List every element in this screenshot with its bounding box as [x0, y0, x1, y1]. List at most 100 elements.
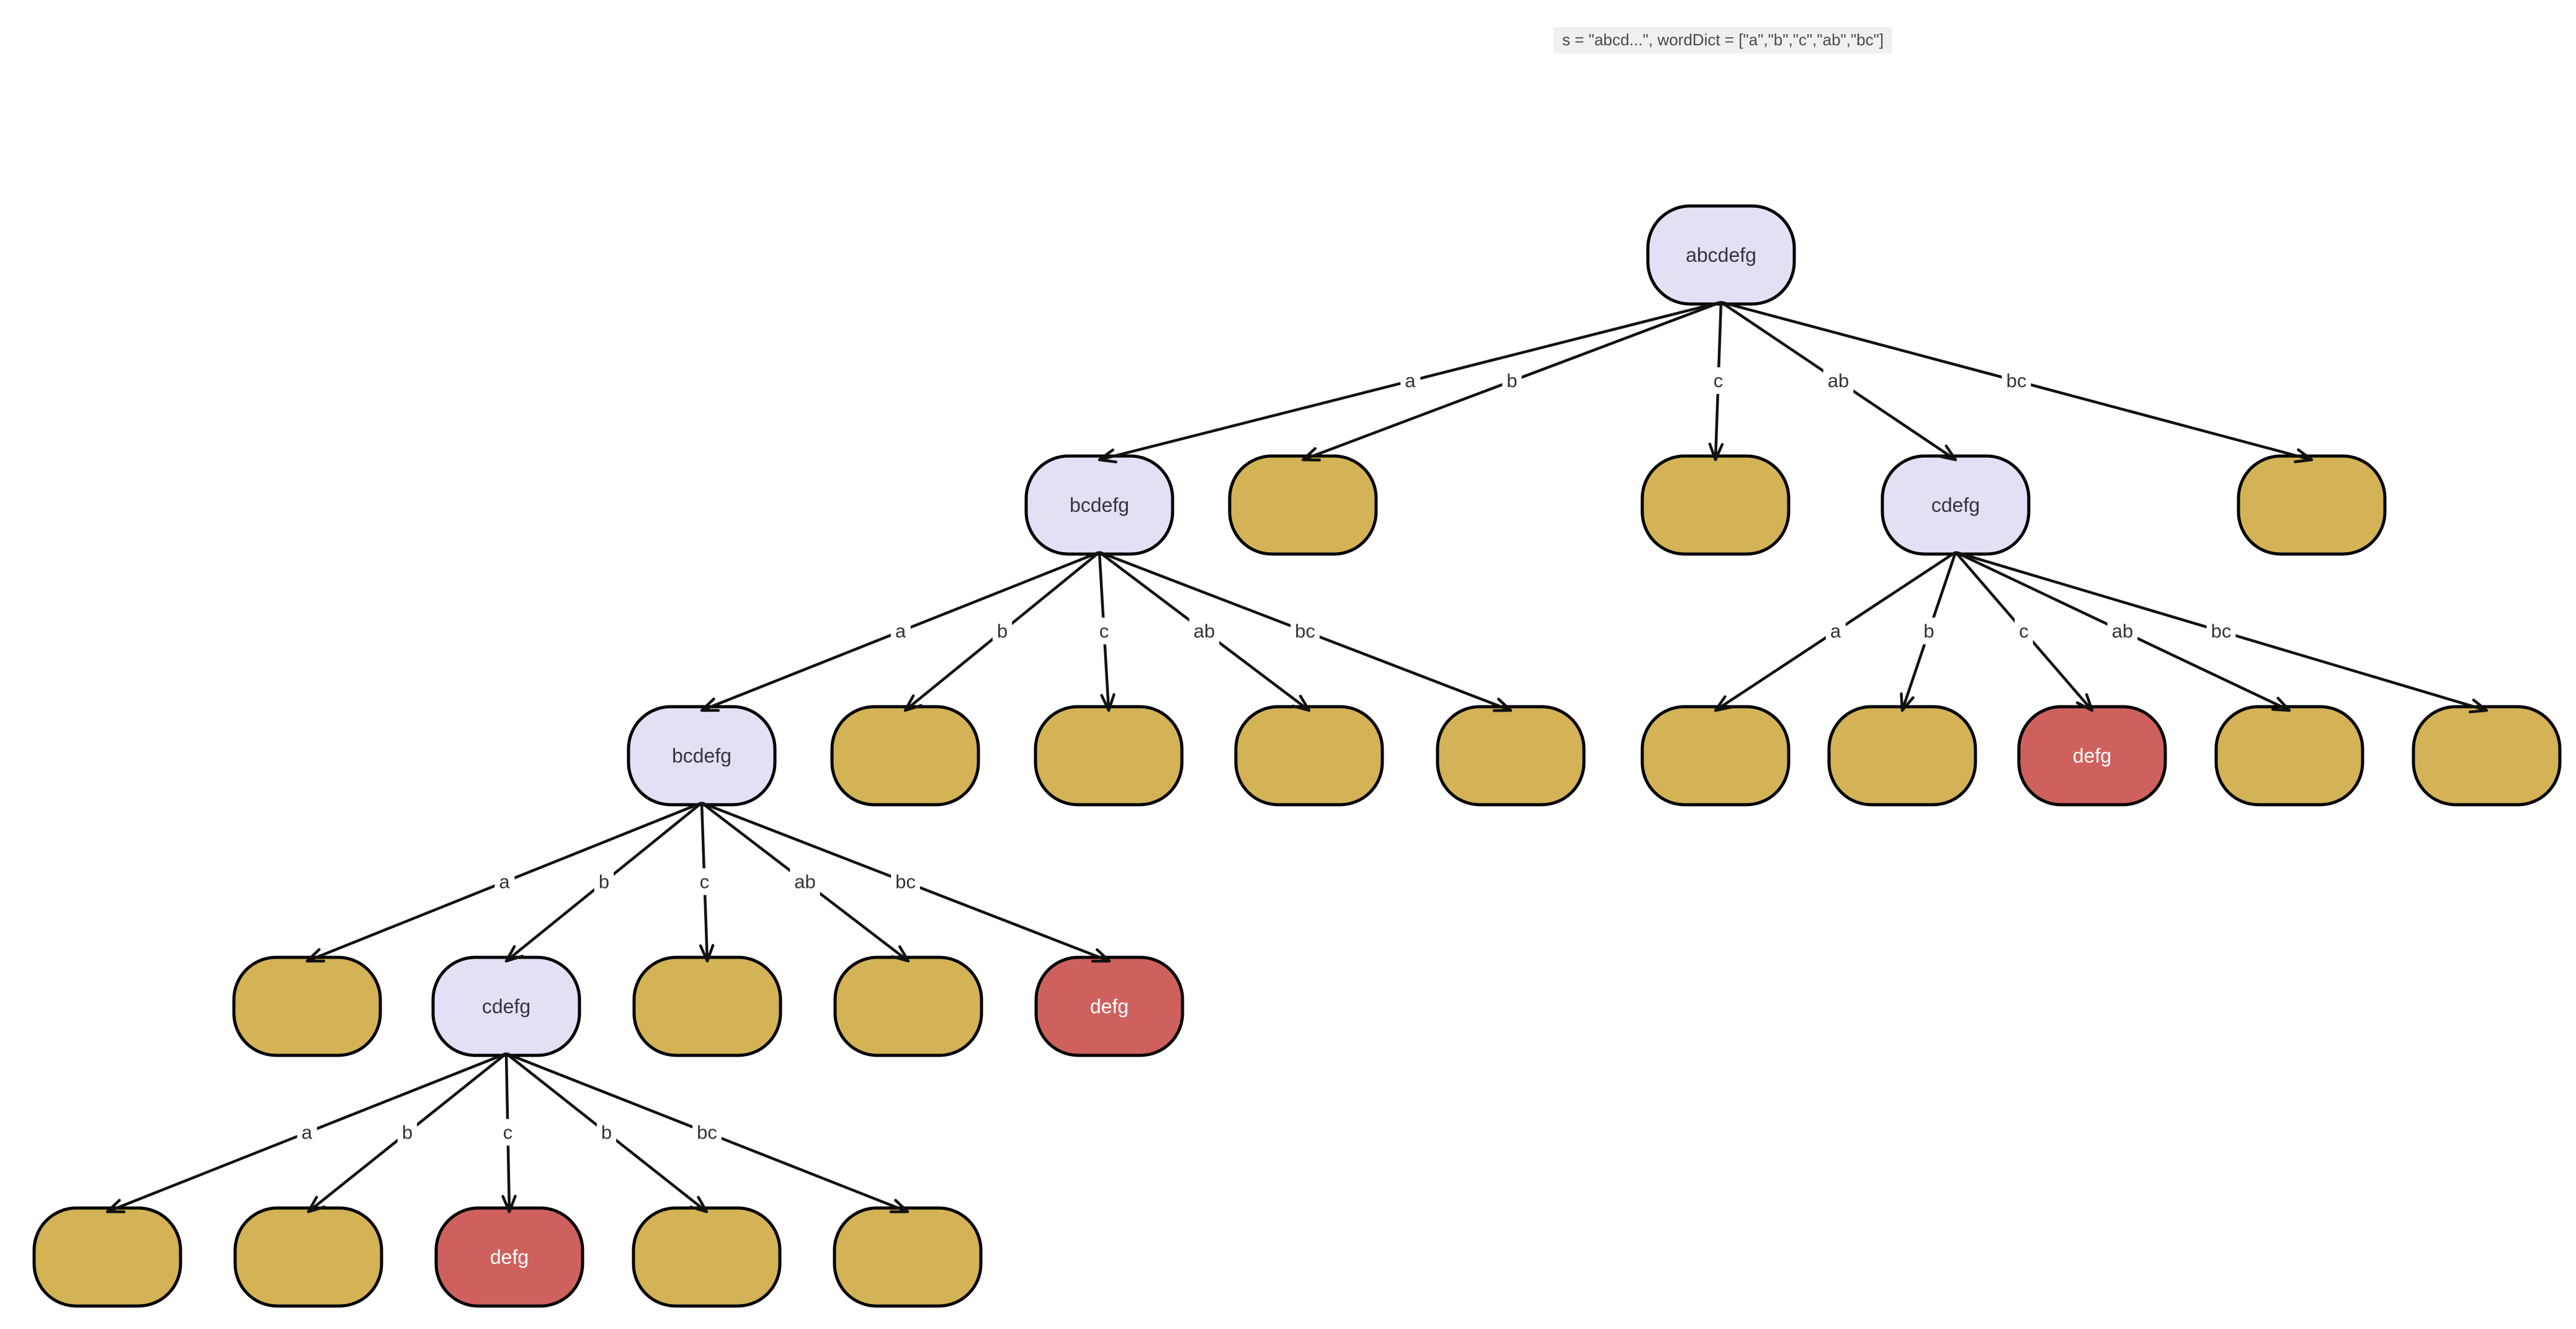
node-shape	[1436, 705, 1586, 807]
edge-label-bg	[397, 1119, 418, 1146]
edge-label-bg	[790, 868, 820, 895]
edge-label-bg	[1709, 367, 1728, 394]
tree-node-abcdefg: abcdefg	[1646, 204, 1796, 306]
edge-label: b	[599, 871, 609, 893]
edge-label-bg	[1290, 617, 1320, 645]
node-label: bcdefg	[1070, 494, 1129, 516]
edge-label: ab	[2112, 620, 2133, 642]
tree-node-cdefg: cdefg	[431, 955, 581, 1057]
node-label: cdefg	[1931, 494, 1980, 516]
tree-node-empty	[32, 1206, 182, 1308]
tree-node-cdefg: cdefg	[1881, 454, 2031, 556]
tree-node-empty	[632, 955, 782, 1057]
edge-label-bg	[695, 868, 714, 895]
node-shape	[2412, 705, 2562, 807]
tree-node-empty	[233, 1206, 383, 1308]
edge-label: a	[895, 620, 906, 642]
node-shape	[632, 955, 782, 1057]
edge-label-bg	[494, 868, 515, 895]
edge-label: b	[402, 1122, 413, 1143]
edge-label: c	[2019, 620, 2029, 642]
node-shape	[833, 1206, 983, 1308]
node-shape	[1228, 454, 1378, 556]
edge-label: bc	[2006, 370, 2027, 392]
node-label: defg	[490, 1246, 529, 1268]
edge-label-bg	[692, 1119, 722, 1146]
node-label: defg	[2073, 745, 2111, 767]
tree-node-empty	[232, 955, 382, 1057]
edge-label: bc	[1295, 620, 1315, 642]
edge-label: bc	[2211, 620, 2232, 642]
edge-label-bg	[890, 617, 911, 645]
tree-node-bcdefg: bcdefg	[1024, 454, 1174, 556]
tree-node-empty	[632, 1206, 782, 1308]
edge-label: c	[1099, 620, 1109, 642]
node-shape	[1640, 454, 1791, 556]
tree-node-defg: defg	[1034, 955, 1184, 1057]
tree-node-empty	[1034, 705, 1184, 807]
edge-label-bg	[594, 868, 614, 895]
node-shape	[1234, 705, 1384, 807]
node-shape	[1827, 705, 1977, 807]
tree-node-empty	[833, 955, 983, 1057]
tree-node-empty	[1640, 705, 1791, 807]
edge-label: a	[1405, 370, 1416, 392]
tree-node-empty	[2214, 705, 2364, 807]
tree-node-empty	[2412, 705, 2562, 807]
tree-node-defg: defg	[2017, 705, 2167, 807]
edge-label: a	[1830, 620, 1841, 642]
edge-label-bg	[1823, 367, 1854, 394]
edge-label-bg	[1825, 617, 1846, 645]
edge-label-bg	[1189, 617, 1220, 645]
edge-label-bg	[498, 1119, 517, 1146]
node-shape	[2214, 705, 2364, 807]
edge-label-bg	[1502, 367, 1522, 394]
tree-node-empty	[1640, 454, 1791, 556]
node-label: cdefg	[482, 995, 530, 1018]
edge-label: b	[601, 1122, 612, 1143]
tree-node-empty	[1234, 705, 1384, 807]
edge-label-bg	[1094, 617, 1114, 645]
edge-label: a	[499, 871, 510, 893]
node-shape	[32, 1206, 182, 1308]
node-shape	[632, 1206, 782, 1308]
edge-label: bc	[895, 871, 916, 893]
tree-node-empty	[1827, 705, 1977, 807]
edge-label-bg	[1919, 617, 1939, 645]
node-label: bcdefg	[672, 745, 731, 767]
edge-label: a	[302, 1122, 313, 1143]
edge-label-bg	[2001, 367, 2031, 394]
node-shape	[2237, 454, 2387, 556]
edge-label: b	[1506, 370, 1517, 392]
node-label: abcdefg	[1686, 244, 1756, 266]
edge-label: b	[997, 620, 1008, 642]
edge-label: ab	[1828, 370, 1849, 392]
node-label: defg	[1090, 995, 1129, 1018]
edge-label: c	[503, 1122, 513, 1143]
edge-label: b	[1923, 620, 1934, 642]
edge-label: ab	[794, 871, 815, 893]
tree-node-empty	[833, 1206, 983, 1308]
edge-label-bg	[297, 1119, 317, 1146]
node-shape	[233, 1206, 383, 1308]
node-shape	[830, 705, 980, 807]
node-shape	[1034, 705, 1184, 807]
tree-node-bcdefg: bcdefg	[627, 705, 777, 807]
tree-node-empty	[830, 705, 980, 807]
edge-label: bc	[697, 1122, 717, 1143]
edge-label-bg	[2107, 617, 2138, 645]
edge-label-bg	[1400, 367, 1421, 394]
edge-label-bg	[992, 617, 1013, 645]
edge-label-bg	[2015, 617, 2033, 645]
edge-label: c	[1714, 370, 1724, 392]
edge-label-bg	[2206, 617, 2236, 645]
edge-label: c	[700, 871, 710, 893]
tree-node-empty	[2237, 454, 2387, 556]
node-shape	[833, 955, 983, 1057]
figure-caption: s = "abcd...", wordDict = ["a","b","c","…	[1553, 27, 1893, 53]
edge-label-bg	[596, 1119, 617, 1146]
tree-node-empty	[1228, 454, 1378, 556]
